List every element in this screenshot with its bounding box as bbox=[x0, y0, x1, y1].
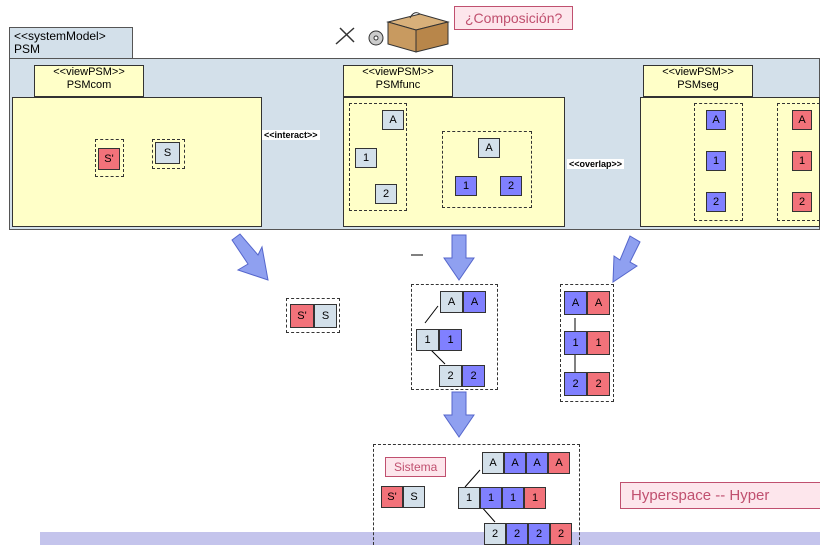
node-2[interactable]: 2 bbox=[506, 523, 528, 545]
hyperspace-title: Hyperspace -- Hyper bbox=[620, 482, 820, 509]
node-2[interactable]: 2 bbox=[500, 176, 522, 196]
view-psmseg bbox=[640, 97, 820, 227]
node-1[interactable]: 1 bbox=[455, 176, 477, 196]
node-1[interactable]: 1 bbox=[564, 331, 587, 355]
view-psmcom bbox=[12, 97, 262, 227]
view-tab-psmcom[interactable]: <<viewPSM>> PSMcom bbox=[34, 65, 144, 97]
node-2[interactable]: 2 bbox=[439, 365, 462, 387]
node-1[interactable]: 1 bbox=[524, 487, 546, 509]
view-stereotype: <<viewPSM>> bbox=[662, 66, 734, 78]
node-1[interactable]: 1 bbox=[355, 148, 377, 168]
node-2[interactable]: 2 bbox=[462, 365, 485, 387]
composed-func bbox=[411, 284, 498, 390]
system-model-tab: <<systemModel> PSM bbox=[9, 27, 133, 59]
node-s-prime[interactable]: S' bbox=[290, 304, 314, 328]
node-s[interactable]: S bbox=[403, 486, 425, 508]
composed-seg bbox=[560, 284, 614, 402]
overlap-label: <<overlap>> bbox=[567, 159, 625, 169]
view-tab-psmseg[interactable]: <<viewPSM>> PSMseg bbox=[643, 65, 753, 97]
node-2[interactable]: 2 bbox=[564, 372, 587, 396]
system-model-stereotype: <<systemModel> bbox=[14, 29, 106, 43]
node-a[interactable]: A bbox=[504, 452, 526, 474]
node-1[interactable]: 1 bbox=[706, 151, 726, 171]
gear-icon bbox=[368, 30, 384, 46]
view-name: PSMseg bbox=[677, 79, 719, 91]
system-model-name: PSM bbox=[14, 42, 41, 56]
node-a[interactable]: A bbox=[706, 110, 726, 130]
view-psmfunc bbox=[343, 97, 565, 227]
node-s[interactable]: S bbox=[314, 304, 337, 328]
node-a[interactable]: A bbox=[526, 452, 548, 474]
node-a[interactable]: A bbox=[548, 452, 570, 474]
node-2[interactable]: 2 bbox=[528, 523, 550, 545]
node-1[interactable]: 1 bbox=[416, 329, 439, 351]
composed-com bbox=[286, 298, 340, 333]
node-s-prime[interactable]: S' bbox=[98, 148, 120, 170]
view-tab-psmfunc[interactable]: <<viewPSM>> PSMfunc bbox=[343, 65, 453, 97]
node-1[interactable]: 1 bbox=[587, 331, 610, 355]
flow-arrow-down bbox=[443, 391, 475, 438]
node-a[interactable]: A bbox=[792, 110, 812, 130]
node-a[interactable]: A bbox=[587, 291, 610, 315]
node-1[interactable]: 1 bbox=[502, 487, 524, 509]
node-a[interactable]: A bbox=[463, 291, 486, 313]
node-2[interactable]: 2 bbox=[375, 184, 397, 204]
node-a[interactable]: A bbox=[382, 110, 404, 130]
node-2[interactable]: 2 bbox=[550, 523, 572, 545]
composed-system bbox=[373, 444, 580, 545]
view-name: PSMcom bbox=[66, 79, 112, 91]
node-2[interactable]: 2 bbox=[484, 523, 506, 545]
node-a[interactable]: A bbox=[482, 452, 504, 474]
flow-arrow-left bbox=[231, 233, 269, 281]
node-1[interactable]: 1 bbox=[480, 487, 502, 509]
node-1[interactable]: 1 bbox=[792, 151, 812, 171]
node-2[interactable]: 2 bbox=[706, 192, 726, 212]
flow-arrow-right bbox=[612, 235, 641, 283]
sistema-label: Sistema bbox=[385, 457, 447, 477]
puzzle-box-icon bbox=[386, 12, 450, 53]
view-name: PSMfunc bbox=[375, 79, 421, 91]
flow-arrow-middle bbox=[443, 234, 475, 281]
node-s-prime[interactable]: S' bbox=[381, 486, 403, 508]
node-1[interactable]: 1 bbox=[458, 487, 480, 509]
node-2[interactable]: 2 bbox=[587, 372, 610, 396]
composition-callout: ¿Composición? bbox=[454, 6, 574, 30]
tool-icon bbox=[335, 27, 355, 45]
view-stereotype: <<viewPSM>> bbox=[362, 66, 434, 78]
node-a[interactable]: A bbox=[564, 291, 587, 315]
node-2[interactable]: 2 bbox=[792, 192, 812, 212]
node-a[interactable]: A bbox=[440, 291, 463, 313]
node-s[interactable]: S bbox=[155, 142, 180, 164]
view-stereotype: <<viewPSM>> bbox=[53, 66, 125, 78]
node-1[interactable]: 1 bbox=[439, 329, 462, 351]
node-a[interactable]: A bbox=[478, 138, 500, 158]
interact-label: <<interact>> bbox=[262, 130, 320, 140]
